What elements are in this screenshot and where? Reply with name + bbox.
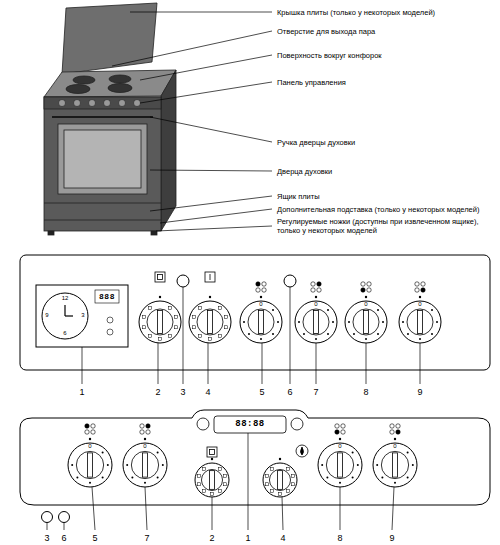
- control-knob: [373, 424, 417, 487]
- callout-number: 1: [245, 533, 250, 544]
- control-knob: [399, 282, 441, 343]
- callout-number: 4: [280, 533, 285, 544]
- control-panel: [20, 410, 490, 505]
- knob-scale-number: 0: [314, 301, 317, 308]
- control-knob: [68, 424, 112, 487]
- knob-scale-number: 0: [338, 443, 341, 450]
- callout-number: 3: [180, 387, 185, 398]
- callout-number: 8: [363, 387, 368, 398]
- part-label: Отверстие для выхода пара: [277, 27, 375, 36]
- part-label: Ящик плиты: [277, 192, 320, 201]
- knob-scale-number: 0: [364, 301, 367, 308]
- part-label: Панель управления: [277, 78, 346, 87]
- knob-scale-number: 0: [418, 301, 421, 308]
- control-knob: [139, 296, 181, 343]
- leader-lines: [112, 12, 272, 231]
- part-label: Крышка плиты (только у некоторых моделей…: [277, 8, 435, 17]
- control-panel: [20, 255, 490, 370]
- clock-numeral: 6: [63, 330, 66, 337]
- control-knob: [189, 296, 231, 343]
- digital-display: 88:88: [235, 419, 265, 430]
- clock-numeral: 3: [81, 312, 84, 319]
- callout-number: 1: [79, 387, 84, 398]
- callout-number: 9: [389, 533, 394, 544]
- indicator-lamp: [284, 275, 296, 287]
- callout-number: 6: [61, 533, 66, 544]
- control-knob: [263, 458, 297, 497]
- part-label: Дверца духовки: [277, 167, 332, 176]
- control-knob: [195, 458, 229, 497]
- indicator-lamp: [177, 275, 189, 287]
- callout-number: 9: [417, 387, 422, 398]
- stove-illustration: [44, 3, 176, 235]
- part-label: Ручка дверцы духовки: [277, 138, 355, 147]
- control-knob: [318, 424, 362, 487]
- indicator-lamp: [42, 512, 53, 523]
- knob-scale-number: 0: [393, 443, 396, 450]
- knob-scale-number: 0: [143, 443, 146, 450]
- callout-number: 8: [337, 533, 342, 544]
- control-knob: [295, 282, 337, 343]
- clock-box: [36, 285, 128, 347]
- callout-leaders: [47, 433, 394, 530]
- part-label: Поверхность вокруг конфорок: [277, 51, 382, 60]
- callout-number: 3: [44, 533, 49, 544]
- clock-numeral: 12: [62, 295, 69, 302]
- clock-face: [42, 293, 88, 339]
- callout-number: 7: [144, 533, 149, 544]
- callout-number: 6: [287, 387, 292, 398]
- callout-number: 2: [155, 387, 160, 398]
- knob-scale-number: 0: [259, 301, 262, 308]
- callout-number: 7: [313, 387, 318, 398]
- callout-number: 5: [92, 533, 97, 544]
- indicator-lamp: [59, 512, 70, 523]
- part-label: Регулируемые ножки (доступны при извлече…: [277, 217, 493, 235]
- display: [214, 416, 286, 433]
- callout-leaders: [82, 287, 420, 384]
- control-knob: [345, 282, 387, 343]
- callout-number: 4: [205, 387, 210, 398]
- callout-number: 2: [209, 533, 214, 544]
- callout-number: 5: [259, 387, 264, 398]
- part-label: Дополнительная подставка (только у некот…: [277, 205, 479, 214]
- control-knob: [240, 282, 282, 343]
- digital-display: 888: [99, 292, 115, 302]
- knob-scale-number: 0: [88, 443, 91, 450]
- clock-numeral: 9: [45, 312, 48, 319]
- control-knob: [123, 424, 167, 487]
